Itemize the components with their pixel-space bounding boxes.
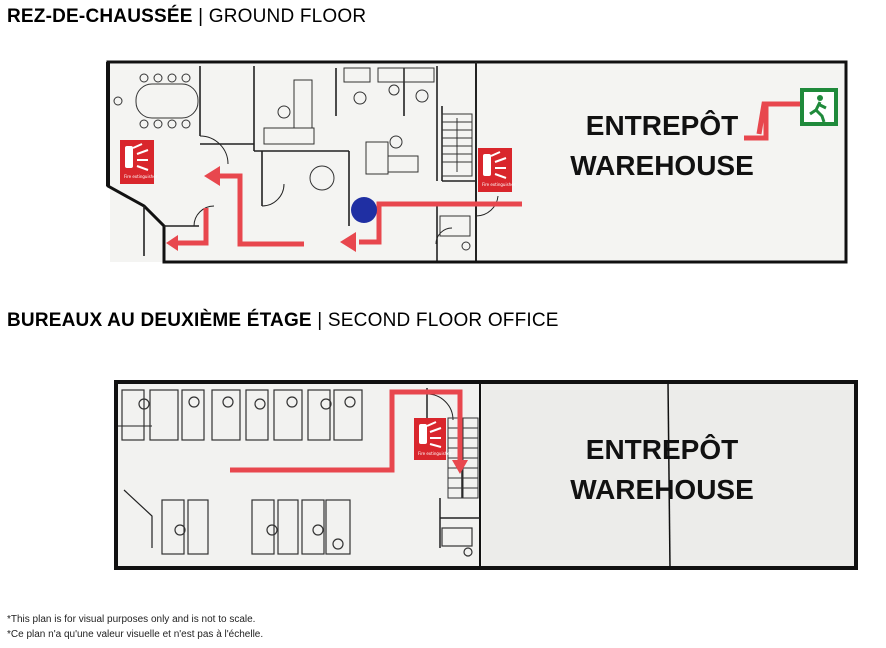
fire-extinguisher-icon: Fire extinguisher (120, 140, 158, 184)
warehouse-label-en: WAREHOUSE (570, 474, 754, 505)
second-floor-desks-top (121, 389, 363, 441)
second-floor-plan: Fire extinguisher (112, 378, 860, 572)
warehouse-label-fr: ENTREPÔT (585, 434, 739, 465)
you-are-here-marker (351, 197, 377, 223)
ground-floor-title-en: GROUND FLOOR (208, 6, 367, 27)
warehouse-route (744, 101, 800, 141)
ground-floor-title-fr: REZ-DE-CHAUSSÉE (7, 6, 193, 27)
extinguisher-label: Fire extinguisher (482, 182, 516, 187)
ground-floor-plan: Fire extinguisher Fire extinguisher (104, 56, 850, 268)
emergency-exit-icon (800, 88, 838, 126)
ground-floor-interior-walls (143, 62, 499, 262)
heading-separator: | (198, 6, 204, 27)
route-arrow (452, 460, 468, 474)
second-floor-title-en: SECOND FLOOR OFFICE (327, 310, 559, 331)
second-floor-heading: BUREAUX AU DEUXIÈME ÉTAGE | SECOND FLOOR… (7, 310, 559, 332)
warehouse-label-en: WAREHOUSE (570, 150, 754, 181)
ground-floor-furniture (113, 67, 473, 251)
second-floor-desks-bottom (161, 499, 473, 557)
extinguisher-label: Fire extinguisher (124, 174, 158, 179)
ground-floor-warehouse-label: ENTREPÔT WAREHOUSE (562, 106, 762, 186)
second-floor-warehouse-label: ENTREPÔT WAREHOUSE (562, 430, 762, 510)
footnote-en: *This plan is for visual purposes only a… (7, 614, 256, 625)
extinguisher-label: Fire extinguisher (418, 451, 452, 456)
footnote-fr: *Ce plan n'a qu'une valeur visuelle et n… (7, 629, 264, 640)
fire-extinguisher-icon: Fire extinguisher (478, 148, 516, 192)
ground-floor-walls (106, 60, 848, 264)
second-floor-evacuation-route (230, 389, 463, 473)
fire-extinguisher-icon: Fire extinguisher (414, 418, 452, 460)
second-floor-walls (114, 380, 858, 570)
second-floor-title-fr: BUREAUX AU DEUXIÈME ÉTAGE (7, 310, 312, 331)
warehouse-label-fr: ENTREPÔT (585, 110, 739, 141)
heading-separator: | (317, 310, 323, 331)
ground-floor-heading: REZ-DE-CHAUSSÉE | GROUND FLOOR (7, 6, 366, 28)
second-floor-stairs (447, 417, 479, 499)
route-arrows (166, 166, 356, 252)
